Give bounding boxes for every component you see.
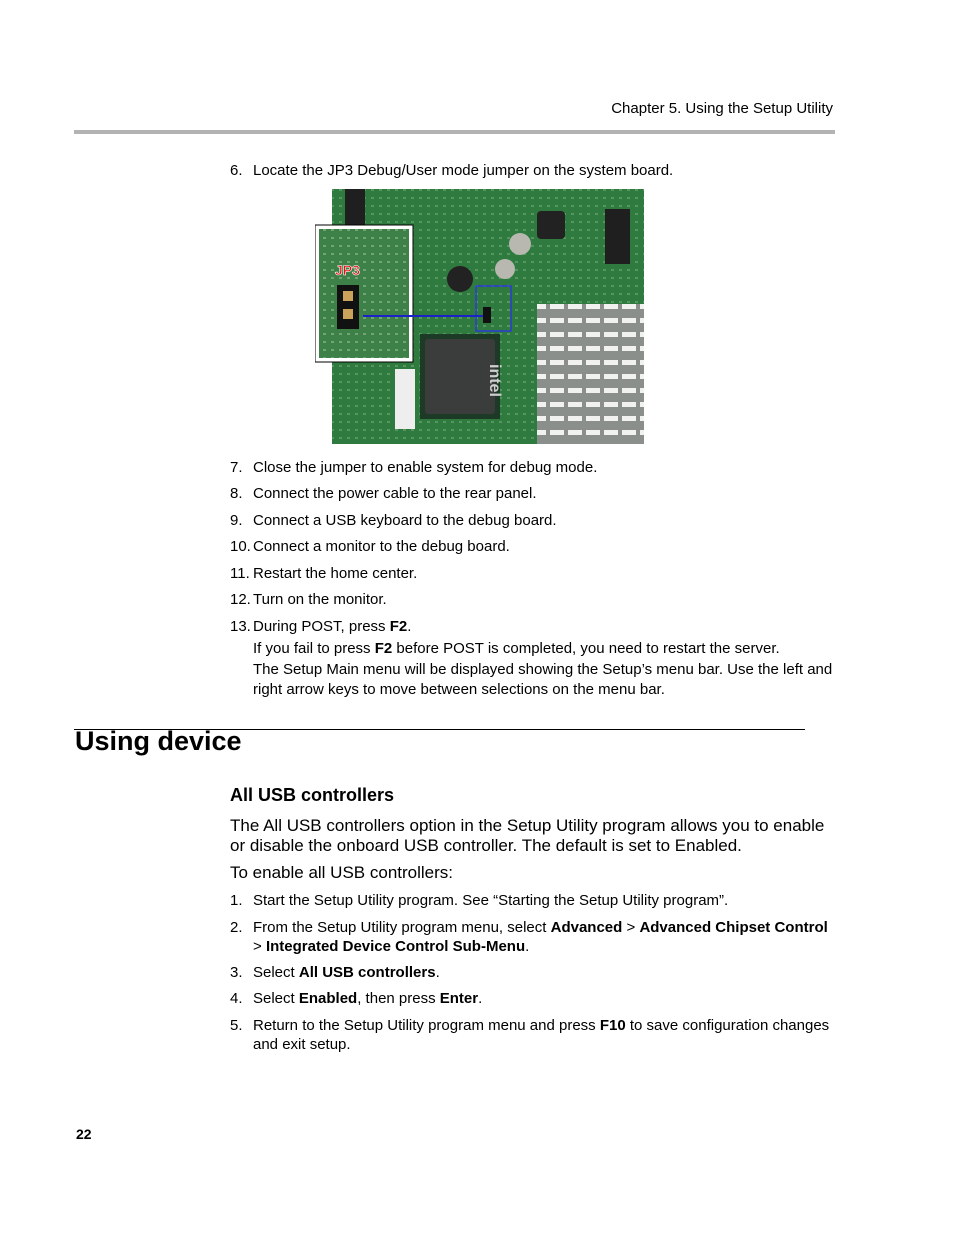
note-paragraph: The Setup Main menu will be displayed sh… [253,661,833,698]
list-item: 3. Select All USB controllers. [230,963,830,982]
item-text: Return to the Setup Utility program menu… [253,1017,830,1053]
list-item: 5. Return to the Setup Utility program me… [230,1016,830,1054]
item-text: Select All USB controllers. [253,964,440,981]
running-header: Chapter 5. Using the Setup Utility [611,100,833,117]
intro-paragraph: The All USB controllers option in the Se… [230,816,825,855]
list-item: 9. Connect a USB keyboard to the debug bo… [230,511,830,530]
item-text: Locate the JP3 Debug/User mode jumper on… [253,162,674,179]
item-number: 12. [230,591,251,608]
item-number: 5. [230,1017,243,1034]
header-rule [74,130,835,134]
jp3-label: JP3 [335,262,360,278]
list-item: 2. From the Setup Utility program menu, s… [230,918,830,956]
item-text: Connect a monitor to the debug board. [253,538,510,555]
item-text: From the Setup Utility program menu, sel… [253,919,828,955]
item-text: During POST, press F2. [253,618,412,635]
page-number: 22 [76,1126,92,1142]
heatsink [537,304,644,444]
note-paragraph: If you fail to press F2 before POST is c… [253,640,780,657]
item-number: 6. [230,162,243,179]
svg-text:intel: intel [486,364,503,397]
item-number: 3. [230,964,243,981]
jp3-highlight-box [475,285,512,332]
list-item: 11.Restart the home center. [230,564,830,583]
list-item: 1. Start the Setup Utility program. See “… [230,891,830,910]
list-item: 6. Locate the JP3 Debug/User mode jumper … [230,161,830,180]
item-text: Connect a USB keyboard to the debug boar… [253,512,557,529]
item-number: 1. [230,892,243,909]
item-number: 7. [230,459,243,476]
item-text: Turn on the monitor. [253,591,387,608]
item-number: 2. [230,919,243,936]
item-number: 9. [230,512,243,529]
item-text: Start the Setup Utility program. See “St… [253,892,729,909]
subsection-title: All USB controllers [230,785,395,805]
lead-paragraph: To enable all USB controllers: [230,863,454,882]
item-text: Connect the power cable to the rear pane… [253,485,537,502]
item-text: Close the jumper to enable system for de… [253,459,598,476]
list-item: 12.Turn on the monitor. [230,590,830,609]
section-rule [74,729,805,730]
list-item: 10.Connect a monitor to the debug board. [230,537,830,556]
list-item: 7. Close the jumper to enable system for … [230,458,830,477]
item-number: 11. [230,565,250,582]
item-number: 8. [230,485,243,502]
item-number: 4. [230,990,243,1007]
list-item: 13.During POST, press F2. [230,617,830,636]
item-text: Select Enabled, then press Enter. [253,990,483,1007]
item-number: 10. [230,538,251,555]
section-title: Using device [75,726,242,756]
chip [425,339,495,414]
item-text: Restart the home center. [253,565,418,582]
system-board-photo: intel JP3 [314,189,645,445]
list-item: 4. Select Enabled, then press Enter. [230,989,830,1008]
item-number: 13. [230,618,251,635]
list-item: 8. Connect the power cable to the rear pa… [230,484,830,503]
